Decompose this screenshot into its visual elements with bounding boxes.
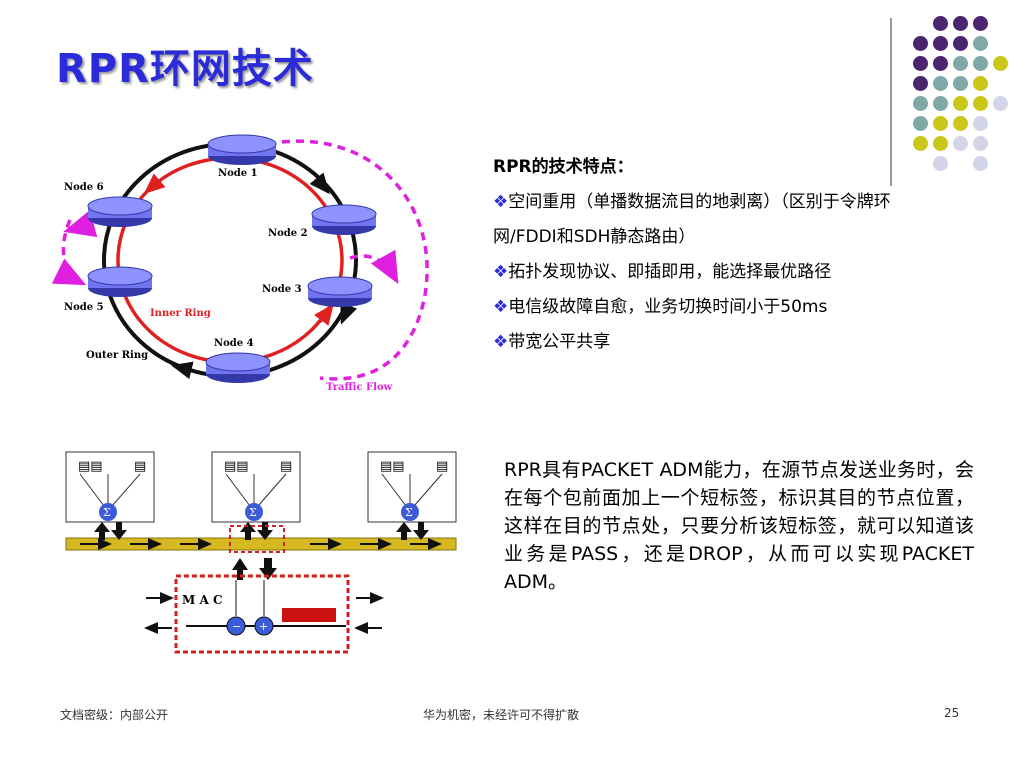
bus-node-box: ▤▤▤ Σ — [367, 451, 457, 523]
node-label: Node 6 — [64, 182, 104, 193]
decorative-dot — [993, 56, 1008, 71]
node-label: Node 4 — [214, 338, 254, 349]
adm-highlight — [229, 525, 285, 553]
decorative-dot — [913, 116, 928, 131]
device-icon: ▤ — [134, 459, 146, 474]
outer-ring-label: Outer Ring — [86, 350, 148, 361]
decorative-dot — [993, 96, 1008, 111]
bus-node-box: ▤▤▤ Σ — [65, 451, 155, 523]
feature-item: ❖拓扑发现协议、即插即用，能选择最优路径 — [493, 262, 832, 282]
page-number: 25 — [944, 706, 960, 720]
packet-adm-diagram: ▤▤▤ Σ ▤▤▤ Σ ▤▤▤ Σ M A C − + — [65, 451, 457, 654]
decorative-dot — [933, 116, 948, 131]
inner-ring-label: Inner Ring — [150, 308, 211, 319]
decorative-dot — [973, 76, 988, 91]
features-block: RPR的技术特点： ❖空间重用（单播数据流目的地剥离）（区别于令牌环网/FDDI… — [493, 150, 953, 360]
device-icon: ▤▤ — [380, 459, 405, 474]
decorative-dot — [913, 136, 928, 151]
decorative-dot — [953, 56, 968, 71]
decorative-dot — [953, 116, 968, 131]
decorative-dot — [933, 96, 948, 111]
decorative-dot — [933, 56, 948, 71]
outer-ring-arrow — [309, 172, 330, 195]
decorative-dot — [913, 76, 928, 91]
add-operator-icon — [254, 616, 274, 636]
bus-node-box: ▤▤▤ Σ — [211, 451, 301, 523]
sum-symbol: Σ — [405, 506, 413, 519]
decorative-divider — [890, 18, 892, 186]
traffic-flow-path — [349, 249, 399, 285]
decorative-dot — [953, 36, 968, 51]
svg-text:−: − — [232, 620, 241, 633]
node-label: Node 1 — [218, 168, 258, 179]
slide-title: RPR环网技术 — [56, 46, 314, 92]
node-4: Node 4 — [205, 338, 271, 383]
decorative-dot — [973, 56, 988, 71]
packet-label-block — [282, 608, 336, 622]
packet-adm-description: RPR具有PACKET ADM能力，在源节点发送业务时，会在每个包前面加上一个短… — [504, 459, 974, 593]
decorative-dot — [973, 16, 988, 31]
decorative-dot — [933, 156, 948, 171]
footer-confidentiality: 华为机密，未经许可不得扩散 — [423, 708, 580, 722]
mac-box — [174, 574, 350, 654]
traffic-flow-label: Traffic Flow — [326, 382, 393, 393]
decorative-dot — [933, 76, 948, 91]
bullet-icon: ❖ — [493, 332, 509, 352]
decorative-dot — [913, 96, 928, 111]
inner-ring-arrow — [143, 173, 166, 194]
inner-ring-arrow — [314, 303, 334, 326]
device-icon: ▤▤ — [224, 459, 249, 474]
node-label: Node 5 — [64, 302, 104, 313]
bullet-icon: ❖ — [493, 297, 509, 317]
decorative-dot — [973, 116, 988, 131]
node-6: Node 6 — [64, 182, 153, 227]
node-2: Node 2 — [268, 204, 377, 239]
decorative-dot — [933, 136, 948, 151]
decorative-dot — [953, 76, 968, 91]
outer-ring-arrow — [171, 361, 194, 380]
decorative-dot — [933, 16, 948, 31]
decorative-dot — [973, 156, 988, 171]
sum-symbol: Σ — [103, 506, 111, 519]
decorative-dot — [953, 16, 968, 31]
rpr-ring-diagram: Node 1 Node 2 Node 3 Node 4 Node 5 Node … — [51, 134, 429, 393]
node-1: Node 1 — [207, 134, 277, 179]
feature-item: ❖空间重用（单播数据流目的地剥离）（区别于令牌环网/FDDI和SDH静态路由） — [493, 192, 891, 247]
ring-bus — [65, 537, 457, 551]
device-icon: ▤ — [436, 459, 448, 474]
sum-symbol: Σ — [249, 506, 257, 519]
traffic-flow-path — [281, 139, 429, 381]
svg-text:+: + — [259, 620, 268, 633]
node-5: Node 5 — [64, 266, 153, 313]
device-icon: ▤ — [280, 459, 292, 474]
decorative-dot — [913, 56, 928, 71]
features-heading: RPR的技术特点： — [493, 157, 634, 177]
decorative-dot — [973, 136, 988, 151]
feature-item: ❖带宽公平共享 — [493, 332, 611, 352]
footer-classification: 文档密级：内部公开 — [60, 708, 169, 722]
mac-label: M A C — [182, 593, 223, 607]
decorative-dot — [953, 96, 968, 111]
decorative-dot — [953, 136, 968, 151]
traffic-flow-path — [63, 210, 98, 238]
bullet-icon: ❖ — [493, 192, 509, 212]
decorative-dot — [973, 96, 988, 111]
node-label: Node 3 — [262, 284, 302, 295]
device-icon: ▤▤ — [78, 459, 103, 474]
decorative-dot — [913, 36, 928, 51]
decorative-dot — [973, 36, 988, 51]
decorative-dot — [933, 36, 948, 51]
bullet-icon: ❖ — [493, 262, 509, 282]
feature-item: ❖电信级故障自愈，业务切换时间小于50ms — [493, 297, 828, 317]
node-3: Node 3 — [262, 276, 373, 307]
node-label: Node 2 — [268, 228, 308, 239]
drop-operator-icon — [226, 616, 246, 636]
